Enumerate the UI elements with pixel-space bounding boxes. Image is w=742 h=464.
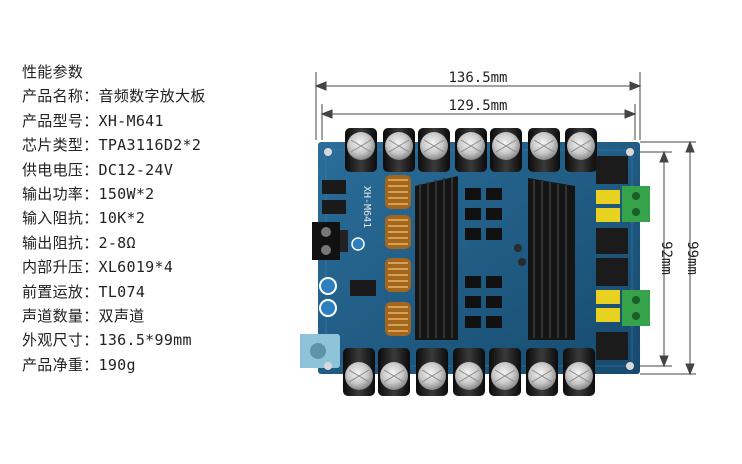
spec-value: 双声道 — [98, 306, 145, 325]
spec-output-power: 输出功率：150W*2 — [22, 182, 206, 206]
right-relays — [596, 156, 628, 360]
spec-model: 产品型号：XH-M641 — [22, 109, 206, 133]
heatsink-left — [415, 176, 458, 340]
dim-inner-height-label: 92mm — [658, 241, 674, 275]
spec-title: 性能参数 — [22, 63, 84, 81]
spec-label: 产品型号： — [22, 111, 99, 130]
pcb-board — [318, 142, 640, 374]
board-silkscreen-label: XH-M641 — [361, 186, 372, 228]
spec-value: 136.5*99mm — [98, 331, 192, 350]
dim-overall-width-label: 136.5mm — [448, 70, 507, 86]
spec-value: XH-M641 — [98, 111, 164, 130]
spec-preamp: 前置运放：TL074 — [22, 280, 206, 304]
bottom-capacitors — [343, 348, 595, 396]
spec-value: TPA3116D2*2 — [98, 136, 202, 155]
spec-value: DC12-24V — [98, 160, 174, 179]
spec-weight: 产品净重：190g — [22, 353, 206, 377]
dim-overall-height-label: 99mm — [684, 241, 700, 275]
spec-boost: 内部升压：XL6019*4 — [22, 255, 206, 279]
spec-output-impedance: 输出阻抗：2-8Ω — [22, 231, 206, 255]
left-chips — [322, 180, 376, 296]
spec-value: 2-8Ω — [98, 233, 136, 252]
spec-label: 产品名称： — [22, 87, 99, 106]
dimension-inner-height — [640, 150, 672, 368]
spec-channels: 声道数量：双声道 — [22, 304, 206, 328]
toroid-inductors — [385, 175, 411, 336]
spec-value: TL074 — [98, 282, 146, 301]
dimension-overall-height — [640, 140, 696, 376]
spec-value: 10K*2 — [98, 209, 146, 228]
spec-voltage: 供电电压：DC12-24V — [22, 158, 206, 182]
spec-label: 产品净重： — [22, 355, 99, 374]
dim-inner-width-label: 129.5mm — [448, 98, 507, 114]
spec-product-name: 产品名称：音频数字放大板 — [22, 84, 206, 108]
audio-jack — [300, 334, 340, 368]
dimension-overall-width — [314, 72, 642, 140]
central-chips — [465, 188, 526, 328]
spec-list: 性能参数 产品名称：音频数字放大板 产品型号：XH-M641 芯片类型：TPA3… — [22, 60, 206, 377]
spec-label: 外观尺寸： — [22, 331, 99, 350]
top-capacitors — [345, 128, 597, 172]
spec-label: 声道数量： — [22, 306, 99, 325]
board-drawing: 136.5mm 129.5mm 99mm 92mm — [300, 70, 700, 396]
spec-label: 内部升压： — [22, 258, 99, 277]
spec-chip: 芯片类型：TPA3116D2*2 — [22, 133, 206, 157]
spec-label: 芯片类型： — [22, 136, 99, 155]
spec-label: 输出功率： — [22, 184, 99, 203]
potentiometers — [319, 237, 365, 317]
spec-label: 输出阻抗： — [22, 233, 99, 252]
spec-size: 外观尺寸：136.5*99mm — [22, 328, 206, 352]
dimension-inner-width — [320, 104, 637, 140]
spec-label: 前置运放： — [22, 282, 99, 301]
spec-input-impedance: 输入阻抗：10K*2 — [22, 206, 206, 230]
mounting-holes — [324, 148, 634, 370]
power-terminal — [312, 222, 348, 260]
spec-value: 190g — [98, 355, 136, 374]
heatsink-right — [528, 178, 575, 340]
spec-label: 输入阻抗： — [22, 209, 99, 228]
spec-label: 供电电压： — [22, 160, 99, 179]
spec-value: XL6019*4 — [98, 258, 174, 277]
speaker-terminals — [622, 186, 650, 326]
spec-value: 音频数字放大板 — [98, 87, 206, 106]
spec-value: 150W*2 — [98, 184, 155, 203]
